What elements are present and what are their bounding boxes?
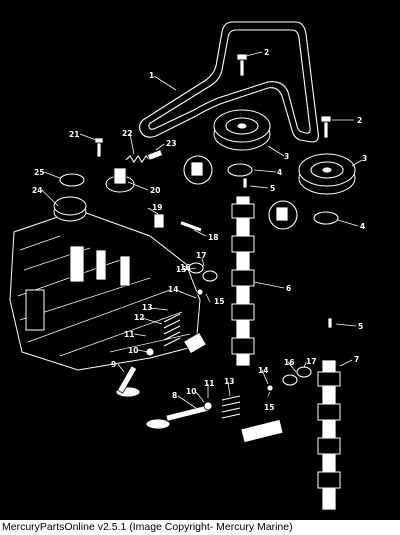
callout-24: 24 [32, 186, 42, 195]
callout-25: 25 [34, 168, 44, 177]
callout-16a: 16 [284, 358, 294, 367]
camshaft-left [231, 195, 255, 367]
callout-12: 12 [134, 313, 144, 322]
seal-ring [59, 173, 85, 187]
valve-spring-lower [221, 395, 241, 419]
cylinder-head [9, 209, 201, 371]
leader-lines [41, 51, 363, 409]
callout-labels: 1 2 2 3 3 4 4 5 5 6 7 8 9 10 10 11 11 12… [32, 48, 367, 412]
camshaft-sprocket-left [213, 109, 271, 151]
callout-10a: 10 [128, 346, 138, 355]
callout-5a: 5 [270, 184, 275, 193]
drive-gear-large [53, 196, 87, 222]
key-detail-right [268, 200, 339, 230]
exploded-parts-diagram: 1 2 2 3 3 4 4 5 5 6 7 8 9 10 10 11 11 12… [0, 0, 400, 520]
callout-20: 20 [150, 186, 160, 195]
callout-18: 18 [208, 233, 218, 242]
callout-2a: 2 [264, 48, 269, 57]
pin-23 [146, 149, 164, 161]
callout-15c: 15 [176, 265, 186, 274]
spring-22 [125, 155, 151, 163]
callout-9: 9 [111, 360, 116, 369]
timing-belt [139, 21, 319, 143]
callout-23: 23 [166, 139, 176, 148]
key-detail-left [183, 155, 253, 185]
callout-8: 8 [172, 391, 177, 400]
callout-3b: 3 [362, 154, 367, 163]
callout-13a: 13 [224, 377, 234, 386]
callout-10b: 10 [186, 387, 196, 396]
callout-22: 22 [122, 129, 132, 138]
valve-lower [145, 404, 211, 430]
bolt-21 [94, 137, 104, 158]
callout-17b: 17 [196, 251, 206, 260]
camshaft-sprocket-right [298, 153, 356, 195]
valve-spring-upper [163, 313, 181, 347]
lifter-lower [240, 418, 284, 444]
callout-21: 21 [69, 130, 79, 139]
shims-and-keepers [145, 262, 312, 411]
bracket-19 [153, 213, 165, 229]
callout-15b: 15 [264, 403, 274, 412]
callout-17a: 17 [306, 357, 316, 366]
callout-11b: 11 [204, 379, 214, 388]
callout-11a: 11 [124, 330, 134, 339]
callout-5b: 5 [358, 322, 363, 331]
valve-upper [115, 365, 141, 398]
callout-13b: 13 [142, 303, 152, 312]
callout-3a: 3 [284, 152, 289, 161]
lifter-upper [183, 331, 207, 355]
callout-2b: 2 [357, 116, 362, 125]
callout-1: 1 [149, 71, 154, 80]
camshaft-right [317, 359, 341, 511]
callout-4a: 4 [277, 168, 282, 177]
callout-19: 19 [152, 203, 162, 212]
callout-14a: 14 [258, 366, 268, 375]
sprocket-bolt-upper-left [236, 53, 248, 77]
drive-gear-small [105, 167, 135, 193]
callout-16b: 16 [180, 263, 190, 272]
dowel-pins [242, 177, 333, 329]
image-copyright-caption: MercuryPartsOnline v2.5.1 (Image Copyrig… [0, 520, 400, 535]
callout-4b: 4 [360, 222, 365, 231]
callout-6: 6 [286, 284, 291, 293]
callout-15a: 15 [214, 297, 224, 306]
callout-7: 7 [354, 355, 359, 364]
bolt-18 [179, 220, 203, 233]
callout-14b: 14 [168, 285, 178, 294]
sprocket-bolt-upper-right [320, 115, 332, 139]
